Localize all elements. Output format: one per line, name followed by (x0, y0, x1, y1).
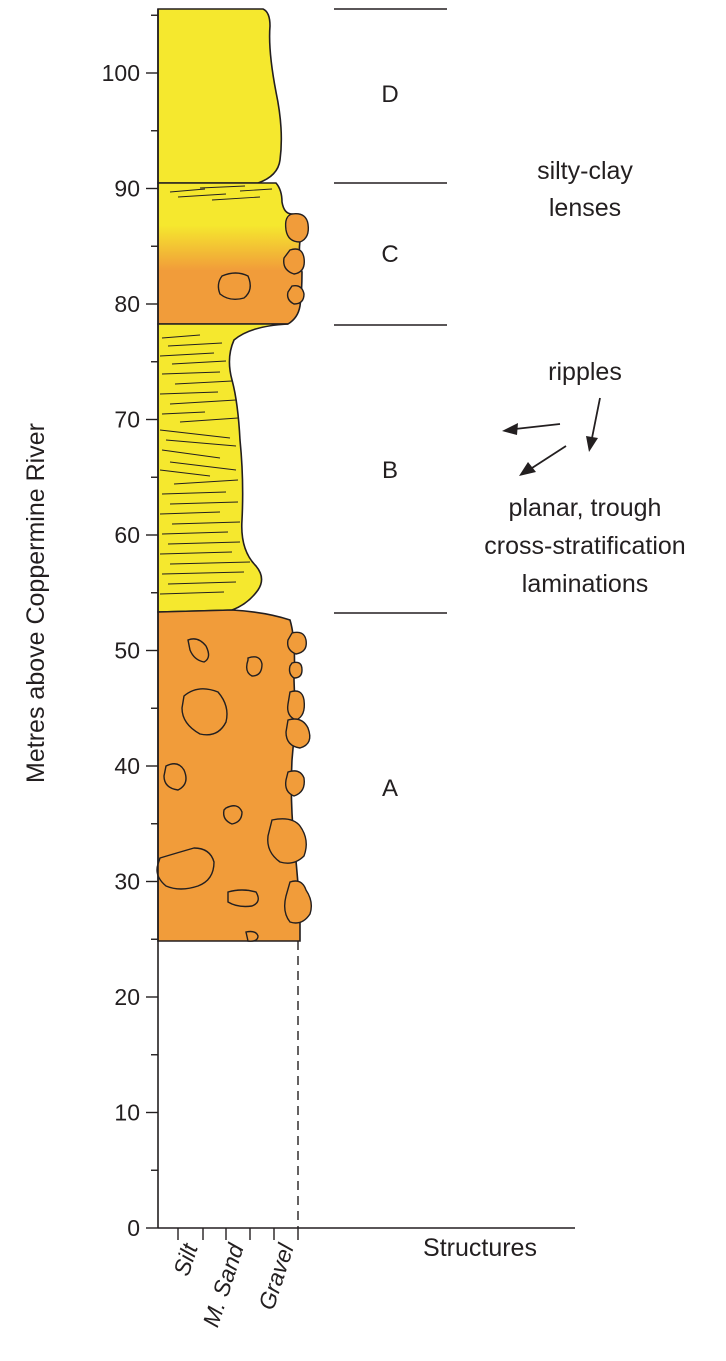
structure-planar-line1: planar, trough (509, 494, 662, 522)
unit-c-gravel-clasts (217, 213, 310, 305)
structure-planar-line2: cross-stratification (484, 532, 685, 560)
y-tick-label: 70 (114, 407, 140, 433)
y-tick-label: 60 (114, 522, 140, 548)
structures-column-label: Structures (423, 1234, 537, 1262)
grain-size-label-gravel: Gravel (253, 1240, 299, 1313)
grain-size-ticks (177, 1228, 299, 1240)
unit-label-c: C (381, 241, 398, 268)
unit-label-a: A (382, 775, 398, 802)
y-tick-label: 20 (114, 984, 140, 1010)
structure-ripples-label: ripples (548, 358, 622, 386)
unit-c-fill (157, 182, 303, 325)
grain-size-label-m-sand: M. Sand (198, 1239, 250, 1330)
y-tick-label: 100 (102, 60, 140, 86)
y-tick-label: 30 (114, 869, 140, 895)
grain-size-label-silt: Silt (168, 1239, 203, 1279)
y-tick-label: 40 (114, 753, 140, 779)
structure-silty-clay-line1: silty-clay (537, 157, 633, 185)
y-tick-label: 10 (114, 1100, 140, 1126)
structure-planar-line3: laminations (522, 570, 648, 598)
y-tick-label: 90 (114, 176, 140, 202)
unit-c-silty-clay-lenses (169, 185, 273, 201)
y-tick-label: 50 (114, 638, 140, 664)
y-tick-label: 0 (127, 1215, 140, 1241)
structure-silty-clay-line2: lenses (549, 194, 621, 222)
paleocurrent-arrows (502, 397, 601, 476)
y-axis-title: Metres above Coppermine River (22, 423, 50, 783)
unit-label-d: D (381, 81, 398, 108)
y-tick-label: 80 (114, 291, 140, 317)
y-axis-ticks: 0 10 20 30 40 50 60 70 80 90 100 (102, 14, 158, 1241)
unit-b-laminations (159, 334, 251, 595)
unit-label-b: B (382, 457, 398, 484)
unit-d-fill (157, 8, 283, 184)
unit-a-gravel-clasts (156, 631, 313, 942)
